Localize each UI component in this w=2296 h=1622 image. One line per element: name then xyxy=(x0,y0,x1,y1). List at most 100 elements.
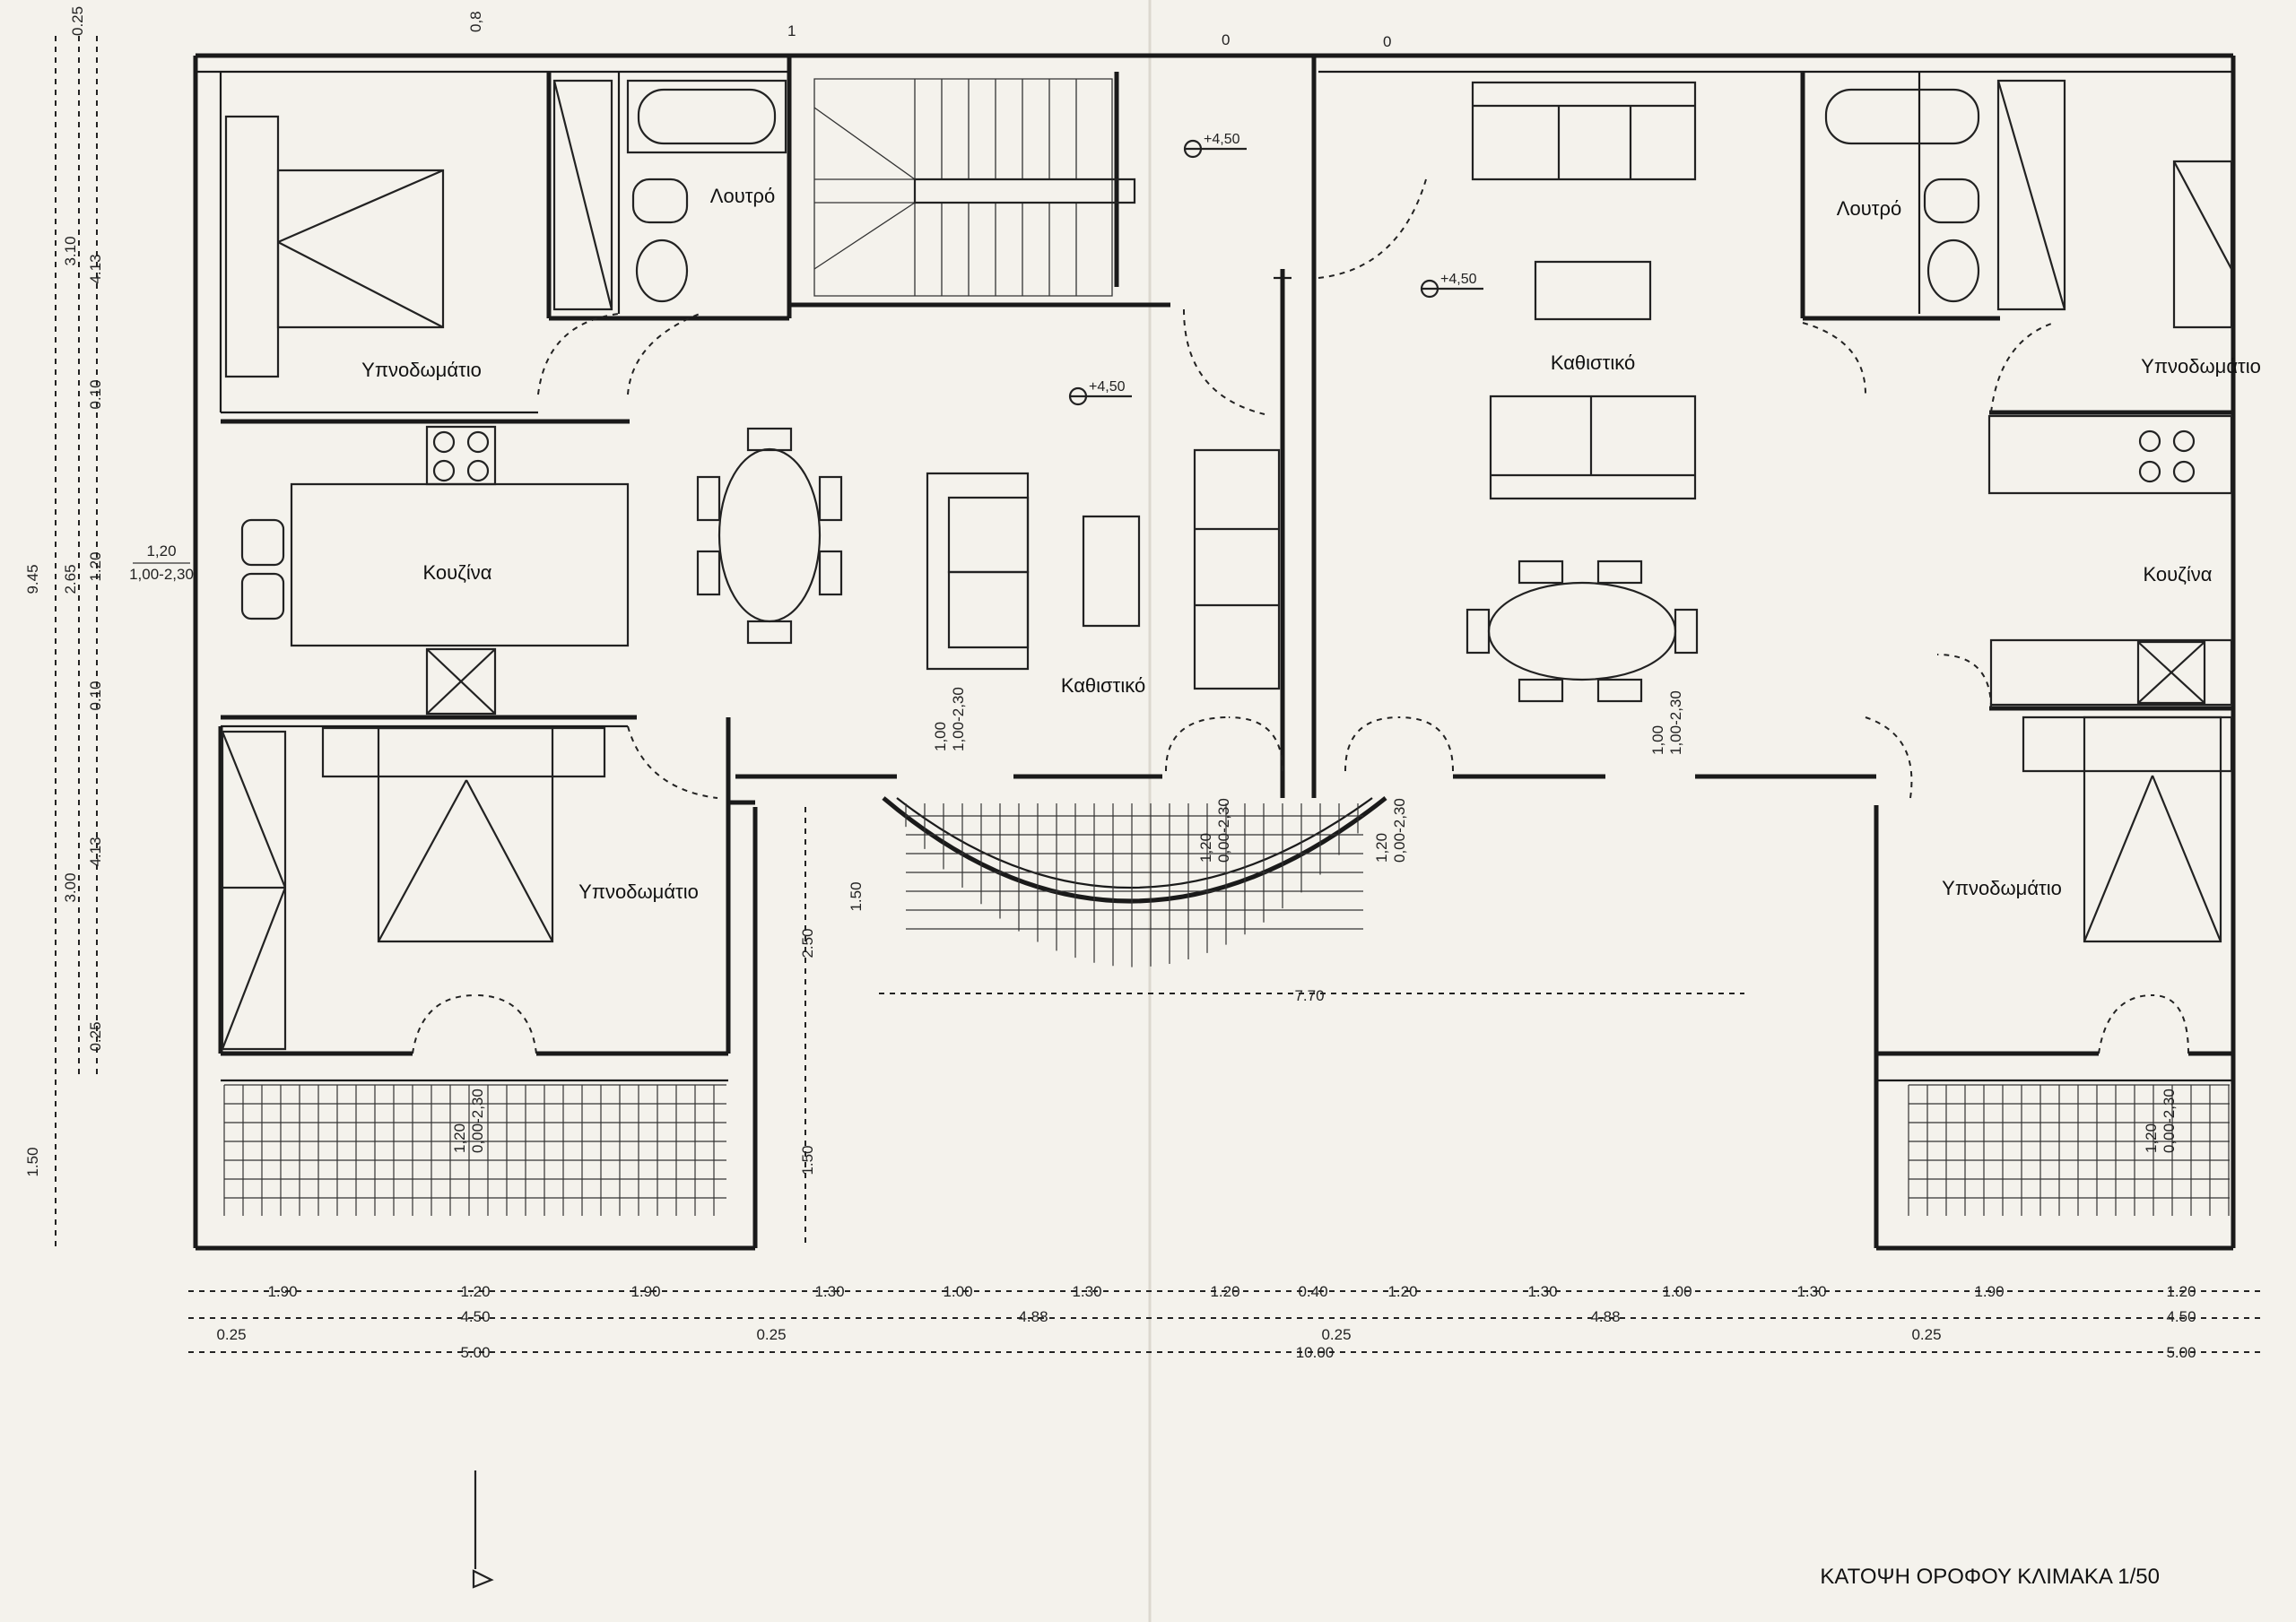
label-bedroom-left-top: Υπνοδωμάτιο xyxy=(361,359,482,381)
label-bedroom-right-bottom: Υπνοδωμάτιο xyxy=(1942,877,2062,899)
dim-row1-2: 1.90 xyxy=(631,1283,660,1300)
opening-living-right-w: 1,00 xyxy=(1649,725,1666,755)
level-living-left-text: +4,50 xyxy=(1089,379,1126,395)
balcony-front xyxy=(882,796,1387,967)
dim-row2-2: 4.88 xyxy=(1590,1308,1620,1325)
top-mark-3: 0 xyxy=(1222,31,1230,48)
dim-row2-1: 4.88 xyxy=(1018,1308,1048,1325)
stair xyxy=(813,78,1136,297)
dim-left-inner-4-wrap: 4.13 xyxy=(87,837,104,866)
kitchen-left xyxy=(240,425,630,716)
kitchen-right xyxy=(1987,414,2233,707)
drawing-title: ΚΑΤΟΨΗ ΟΡΟΦΟΥ ΚΛΙΜΑΚΑ 1/50 xyxy=(1820,1565,2160,1589)
dim-left-outer-0-wrap: 9.45 xyxy=(24,564,41,594)
balcony-right-tiles xyxy=(1908,1084,2230,1216)
dim-left-outer-0: 9.45 xyxy=(24,564,41,594)
opening-bedroom-right-h: 0,00-2,30 xyxy=(2161,1089,2178,1153)
opening-balcony-left-w: 1,20 xyxy=(1197,833,1214,863)
dim-row1-10: 1.00 xyxy=(1662,1283,1692,1300)
dim-row1-0: 1.90 xyxy=(267,1283,297,1300)
dim-left-outer-1-wrap: 1.50 xyxy=(24,1147,41,1176)
opening-living-left-w: 1,00 xyxy=(932,722,949,751)
dim-row1-9: 1.30 xyxy=(1527,1283,1557,1300)
dim-left-mid-1-wrap: 2.65 xyxy=(62,564,79,594)
dim-row1-3: 1.30 xyxy=(814,1283,844,1300)
dim-left-inner-0-wrap: 4.13 xyxy=(87,254,104,283)
dim-left-mid-2: 3.00 xyxy=(62,872,79,902)
dim-row1-6: 1.20 xyxy=(1210,1283,1239,1300)
label-kitchen-right: Κουζίνα xyxy=(2144,563,2213,585)
top-mark-5: 0.25 xyxy=(69,6,86,36)
level-stair-text: +4,50 xyxy=(1204,132,1240,147)
opening-balcony-right-h: 0,00-2,30 xyxy=(1391,798,1408,863)
top-mark-2: 1 xyxy=(787,22,796,39)
opening-living-right-h: 1,00-2,30 xyxy=(1667,690,1684,755)
dim-row1-11: 1.30 xyxy=(1796,1283,1826,1300)
section-marker xyxy=(472,1470,494,1589)
dim-left-inner-3: 0.10 xyxy=(87,681,104,710)
dim-left-mid-1: 2.65 xyxy=(62,564,79,594)
living-right xyxy=(1471,81,1697,500)
dim-row1-5: 1.30 xyxy=(1072,1283,1101,1300)
opening-balcony-right-w: 1,20 xyxy=(1373,833,1390,863)
dim-left-inner-5: 0.25 xyxy=(87,1021,104,1051)
dim-row3-0: 5.00 xyxy=(460,1344,490,1361)
label-bath-left: Λουτρό xyxy=(710,185,775,207)
opening-bedroom-left-door: 1,20 0,00-2,30 xyxy=(451,1089,486,1153)
opening-kitchen-h: 1,00-2,30 xyxy=(129,566,194,583)
dim-left-inner-1-wrap: 0.10 xyxy=(87,379,104,409)
balcony-left-tiles xyxy=(223,1084,726,1216)
dim-left-inner-2-wrap: 1.20 xyxy=(87,551,104,581)
label-bedroom-right-top: Υπνοδωμάτιο xyxy=(2141,355,2261,377)
dim-balcony-depth-wrap: 1.50 xyxy=(848,881,865,911)
top-mark-4: 0 xyxy=(1383,33,1391,50)
opening-bedroom-left-h: 0,00-2,30 xyxy=(469,1089,486,1153)
level-marker-stair: +4,50 xyxy=(1183,132,1247,159)
right-unit xyxy=(1453,72,2233,1082)
dim-left-inner-1: 0.10 xyxy=(87,379,104,409)
dim-left-mid-2-wrap: 3.00 xyxy=(62,872,79,902)
dim-row1-12: 1.90 xyxy=(1974,1283,2004,1300)
dimension-left-vertical: 9.45 1.50 3.10 2.65 3.00 4.13 0.10 1.20 0.10 4.13… xyxy=(24,236,104,1176)
dim-left-inner-5-wrap: 0.25 xyxy=(87,1021,104,1051)
dim-row1-13: 1.20 xyxy=(2166,1283,2196,1300)
dim-light-well-b: 1.50 xyxy=(799,1145,816,1175)
dim-row3-2: 5.00 xyxy=(2166,1344,2196,1361)
label-kitchen-left: Κουζίνα xyxy=(423,561,492,584)
opening-balcony-left-door: 1,20 0,00-2,30 xyxy=(1197,798,1232,863)
dim-row1-1: 1.20 xyxy=(460,1283,490,1300)
bed-left-bottom xyxy=(221,726,606,1051)
dimension-row-3: 5.00 10.00 5.00 xyxy=(460,1344,2196,1361)
top-mark-1: 0,8 xyxy=(467,11,484,32)
bed-left-top xyxy=(224,115,445,378)
exterior-walls xyxy=(193,53,2236,1251)
dim-row1-4: 1.00 xyxy=(943,1283,972,1300)
level-marker-living-right: +4,50 xyxy=(1420,272,1483,299)
opening-kitchen-w: 1,20 xyxy=(146,542,176,559)
opening-kitchen-window: 1,20 1,00-2,30 xyxy=(129,542,194,583)
opening-living-left-h: 1,00-2,30 xyxy=(950,687,967,751)
top-mark-5-wrap: 0.25 xyxy=(69,6,86,36)
dim-offset-2: 0.25 xyxy=(1321,1326,1351,1343)
bath-left xyxy=(552,79,787,311)
top-mark-1-wrap: 0,8 xyxy=(467,11,484,32)
dim-row2-3: 4.50 xyxy=(2166,1308,2196,1325)
dim-balcony-width: 7.70 xyxy=(1294,987,1324,1004)
dim-balcony-depth: 1.50 xyxy=(848,881,865,911)
level-marker-living-left: +4,50 xyxy=(1068,379,1132,406)
dim-light-well-a-wrap: 2.50 xyxy=(799,928,816,958)
opening-bedroom-right-w: 1,20 xyxy=(2143,1123,2160,1153)
door-swings xyxy=(412,178,2189,1054)
label-living-left: Καθιστικό xyxy=(1061,674,1145,697)
dim-row3-1: 10.00 xyxy=(1296,1344,1335,1361)
dim-row2-0: 4.50 xyxy=(460,1308,490,1325)
dim-left-inner-3-wrap: 0.10 xyxy=(87,681,104,710)
bath-right xyxy=(1824,79,2066,311)
dining-right xyxy=(1465,559,1699,703)
opening-bedroom-right-door: 1,20 0,00-2,30 xyxy=(2143,1089,2178,1153)
dim-left-mid-0: 3.10 xyxy=(62,236,79,265)
opening-balcony-right-door: 1,20 0,00-2,30 xyxy=(1373,798,1408,863)
dining-left xyxy=(696,427,843,645)
